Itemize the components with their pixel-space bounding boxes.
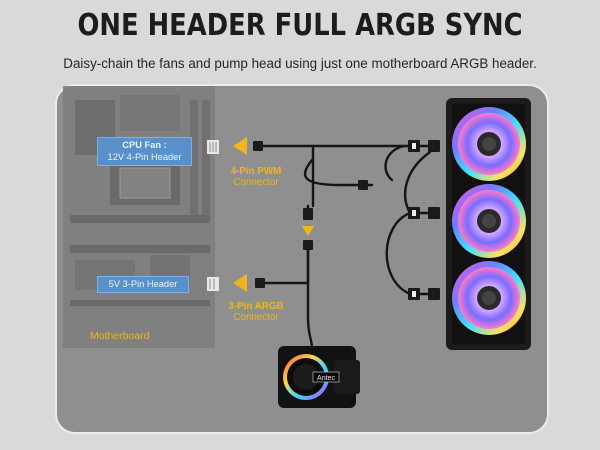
headline: ONE HEADER FULL ARGB SYNC	[77, 8, 523, 43]
fan-1	[452, 107, 526, 181]
connector-plugs	[253, 140, 440, 300]
pwm-connector-label: 4-Pin PWM Connector	[211, 166, 301, 188]
argb-pins	[207, 277, 219, 291]
argb-connector-label: 3-Pin ARGB Connector	[211, 301, 301, 323]
argb-header-box: 5V 3-Pin Header	[97, 276, 189, 293]
cpu-fan-pins	[207, 140, 219, 154]
splitter-arrow-icon	[302, 226, 314, 236]
fan-3	[452, 261, 526, 335]
pwm-connector-title: 4-Pin PWM	[230, 166, 282, 177]
connector-tips	[412, 143, 416, 297]
argb-arrow-icon	[233, 274, 247, 292]
motherboard-details	[70, 95, 210, 306]
pump-head	[278, 346, 360, 408]
pump-brand-logo: Antec	[317, 375, 335, 382]
pwm-connector-sub: Connector	[233, 177, 279, 188]
motherboard-label: Motherboard	[90, 330, 150, 342]
cpu-fan-header-box: CPU Fan : 12V 4-Pin Header	[97, 137, 192, 166]
argb-header-label: 5V 3-Pin Header	[108, 279, 178, 289]
pwm-arrow-icon	[233, 137, 247, 155]
argb-connector-title: 3-Pin ARGB	[228, 301, 284, 312]
argb-connector-sub: Connector	[233, 312, 279, 323]
cpu-fan-header-title: CPU Fan :	[122, 140, 167, 150]
fan-2	[452, 184, 526, 258]
subtitle: Daisy-chain the fans and pump head using…	[63, 56, 537, 71]
cpu-fan-header-desc: 12V 4-Pin Header	[107, 152, 182, 162]
